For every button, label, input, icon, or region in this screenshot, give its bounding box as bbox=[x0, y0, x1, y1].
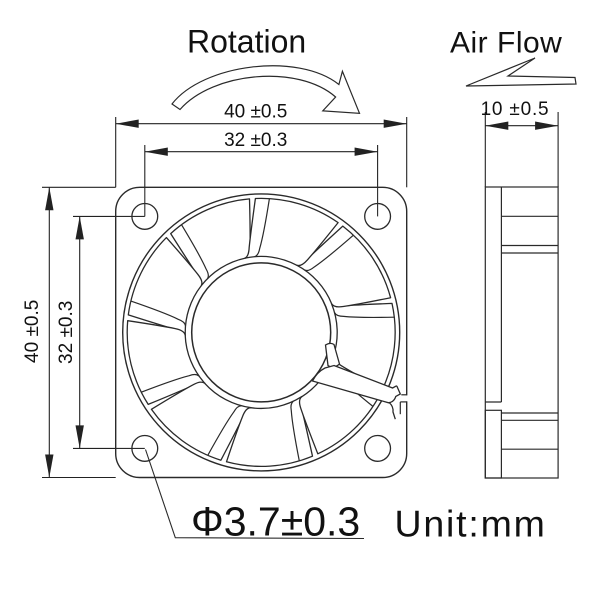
svg-text:Air Flow: Air Flow bbox=[450, 27, 562, 60]
svg-text:40 ±0.5: 40 ±0.5 bbox=[22, 300, 43, 363]
svg-text:32 ±0.3: 32 ±0.3 bbox=[224, 130, 287, 151]
svg-text:Unit:mm: Unit:mm bbox=[395, 503, 547, 545]
svg-text:Φ3.7±0.3: Φ3.7±0.3 bbox=[191, 498, 360, 544]
svg-text:40 ±0.5: 40 ±0.5 bbox=[224, 102, 287, 123]
svg-text:10 ±0.5: 10 ±0.5 bbox=[481, 99, 550, 120]
svg-text:Rotation: Rotation bbox=[187, 24, 306, 60]
svg-text:32 ±0.3: 32 ±0.3 bbox=[56, 301, 77, 364]
